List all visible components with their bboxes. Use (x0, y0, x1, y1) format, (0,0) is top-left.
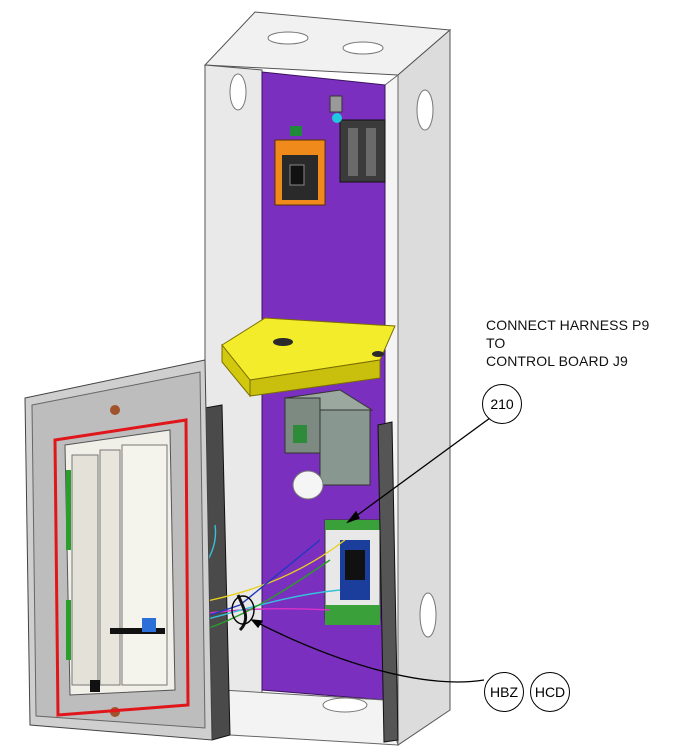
leader-210 (347, 417, 491, 523)
instruction-note: CONNECT HARNESS P9 TO CONTROL BOARD J9 (486, 316, 649, 370)
control-board (324, 519, 381, 625)
transformer (283, 389, 374, 500)
contactor (274, 126, 326, 206)
instruction-line-2: TO (486, 335, 506, 351)
instruction-line-1: CONNECT HARNESS P9 (486, 317, 650, 333)
instruction-line-3: CONTROL BOARD J9 (486, 353, 628, 369)
board-outline (53, 418, 190, 717)
yellow-shelf (221, 317, 396, 398)
leader-hbz (251, 619, 485, 683)
leader-lines (231, 417, 491, 683)
callout-hbz: HBZ (484, 672, 524, 712)
door-hinge (204, 404, 399, 743)
terminal-block (329, 95, 386, 183)
callout-210: 210 (482, 384, 522, 424)
door-panel (24, 359, 213, 741)
callout-hcd: HCD (530, 672, 570, 712)
